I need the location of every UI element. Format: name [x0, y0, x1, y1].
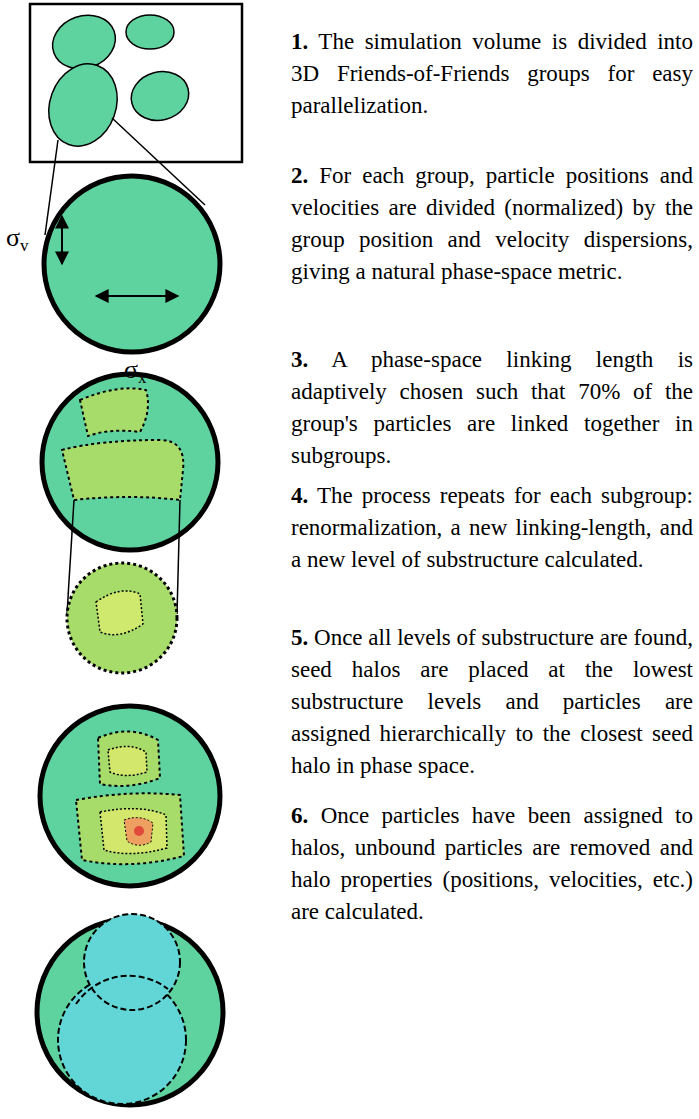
- step-text: 6. Once particles have been assigned to …: [291, 800, 693, 928]
- step-text: 1. The simulation volume is divided into…: [291, 26, 693, 122]
- step-text: 2. For each group, particle positions an…: [291, 160, 693, 288]
- dispersion-symbol: σx: [124, 356, 147, 392]
- step-text: 4. The process repeats for each subgroup…: [291, 480, 693, 576]
- step-text: 3. A phase-space linking length is adapt…: [291, 344, 693, 472]
- dispersion-symbol: σv: [6, 224, 29, 260]
- step-text: 5. Once all levels of substructure are f…: [291, 622, 693, 782]
